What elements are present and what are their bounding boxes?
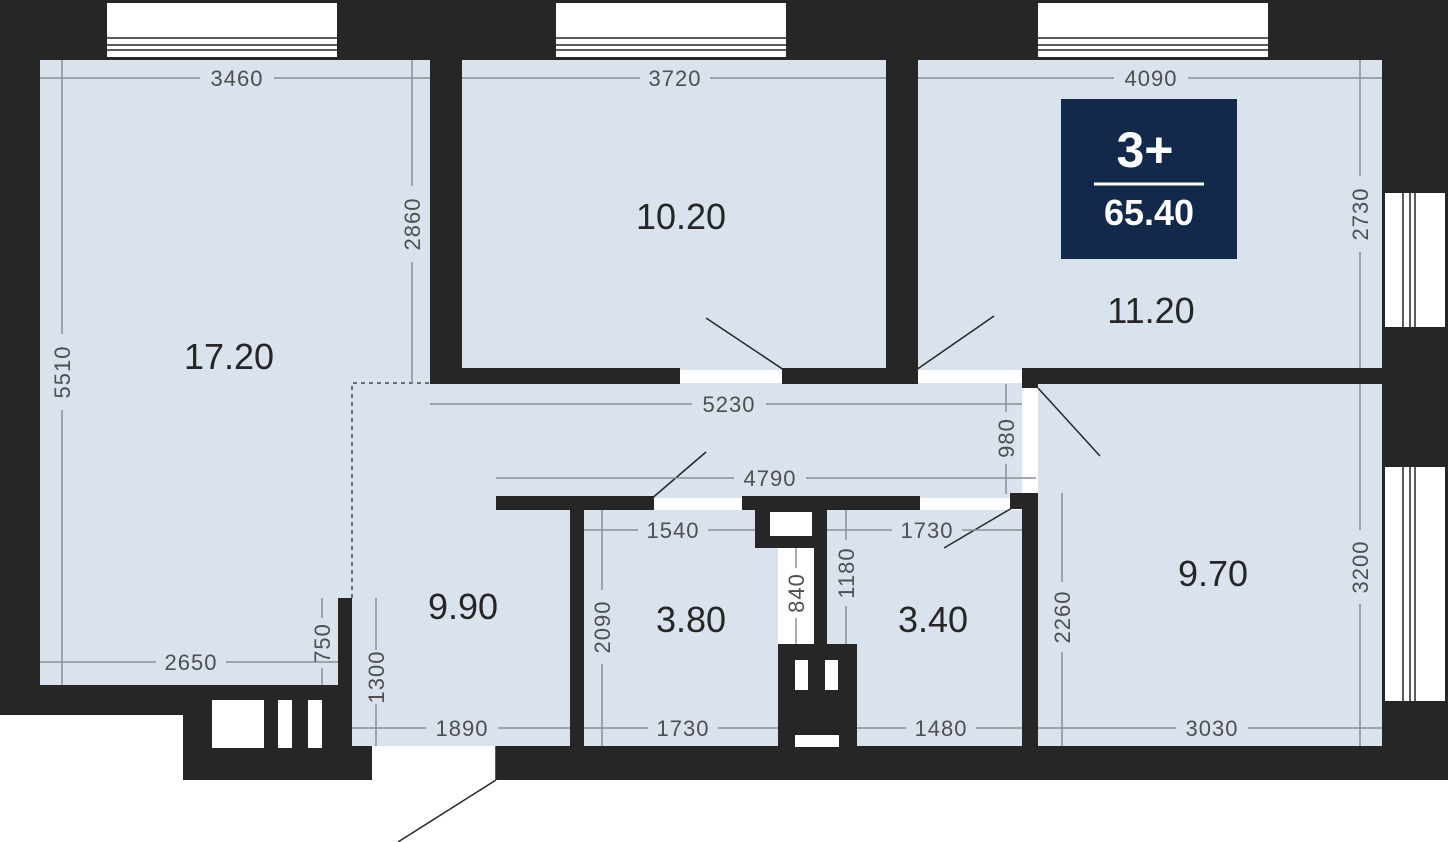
area-bathroom-2: 3.40: [898, 599, 968, 640]
inner-walls: [338, 60, 1382, 747]
dimension-lines: [40, 60, 1382, 746]
area-room-1: 17.20: [184, 336, 274, 377]
dim-1890: 1890: [436, 716, 489, 741]
area-bathroom-1: 3.80: [656, 599, 726, 640]
dim-5510: 5510: [50, 346, 75, 399]
dim-2260: 2260: [1050, 591, 1075, 644]
window-right-1: [1383, 191, 1447, 329]
dim-4090: 4090: [1125, 66, 1178, 91]
area-hall: 9.90: [428, 586, 498, 627]
dim-750: 750: [310, 623, 335, 663]
dim-2860: 2860: [400, 198, 425, 251]
area-room-2: 10.20: [636, 196, 726, 237]
dim-5230: 5230: [703, 392, 756, 417]
dim-2730: 2730: [1348, 188, 1373, 241]
dim-3030: 3030: [1186, 716, 1239, 741]
dim-1730-bottom: 1730: [657, 716, 710, 741]
dim-2650: 2650: [165, 650, 218, 675]
dim-2090: 2090: [590, 601, 615, 654]
dim-4790: 4790: [744, 466, 797, 491]
floors: [40, 60, 1382, 746]
window-top-3: [1036, 1, 1270, 59]
door-swings: [397, 315, 1101, 842]
dashed-boundary: [351, 382, 430, 598]
window-top-2: [554, 1, 788, 59]
area-room-3: 11.20: [1107, 290, 1194, 331]
dim-3720: 3720: [649, 66, 702, 91]
dim-980: 980: [994, 418, 1019, 458]
dim-1730-top: 1730: [901, 518, 954, 543]
room-areas: 17.20 10.20 11.20 9.90 3.80 3.40 9.70: [184, 196, 1248, 640]
dim-1540: 1540: [647, 518, 700, 543]
dim-1480: 1480: [915, 716, 968, 741]
badge-rooms: 3+: [1116, 122, 1173, 178]
window-top-1: [105, 1, 339, 59]
dim-1180: 1180: [834, 547, 859, 598]
apartment-badge: 3+ 65.40: [1061, 99, 1237, 259]
dim-3200: 3200: [1348, 541, 1373, 594]
vent-blocks: [212, 700, 322, 748]
dim-1300: 1300: [364, 651, 389, 704]
badge-total-area: 65.40: [1104, 192, 1194, 233]
dim-3460: 3460: [211, 66, 264, 91]
area-kitchen: 9.70: [1178, 553, 1248, 594]
dimension-labels: 3460 3720 4090 2860 5510 2730 5230 980 4…: [50, 66, 1373, 741]
dim-840: 840: [784, 573, 809, 613]
window-right-2: [1383, 465, 1447, 703]
